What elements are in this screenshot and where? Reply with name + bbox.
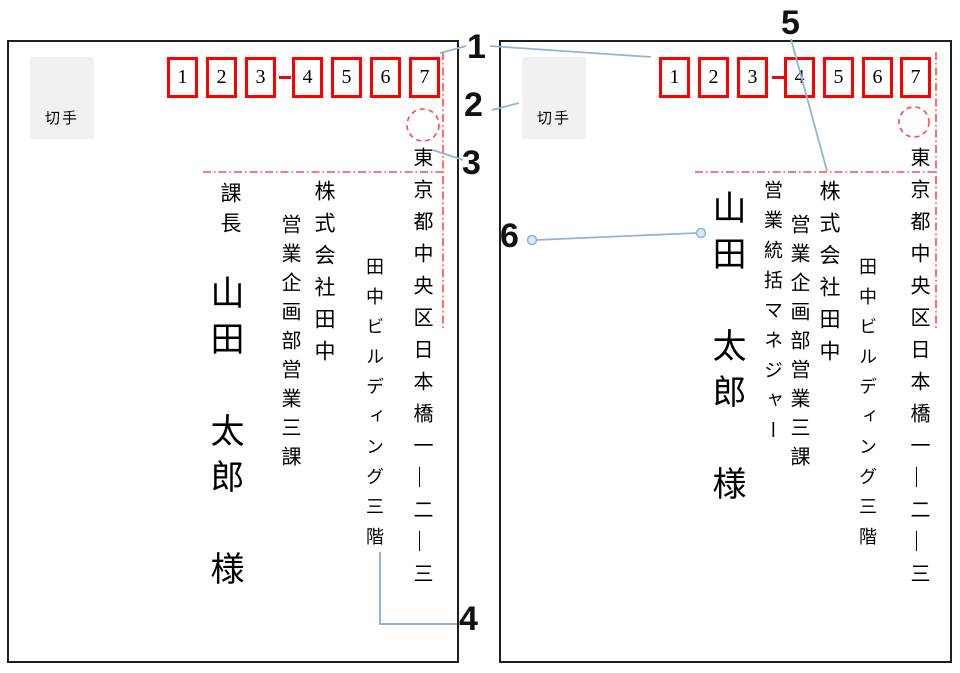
recipient-name: 山田 太郎 様 (707, 190, 744, 512)
envelope-left: 切手 1 2 3 4 5 6 7 東京都中央区日本橋一―二―三 田中ビルディング… (7, 40, 459, 663)
postal-code-box: 4 (292, 57, 323, 98)
recipient-title: 課長 (218, 182, 242, 242)
postal-code-box: 1 (167, 57, 198, 98)
address-line2-building: 田中ビルディング三階 (857, 257, 877, 557)
postal-code-box: 3 (737, 57, 768, 98)
callout-number-5: 5 (781, 4, 800, 42)
postal-code-box: 5 (331, 57, 362, 98)
callout-number-2: 2 (464, 86, 483, 124)
postal-code-box: 6 (862, 57, 893, 98)
address-line1: 東京都中央区日本橋一―二―三 (410, 147, 432, 595)
postal-code-box: 5 (823, 57, 854, 98)
address-line2-building: 田中ビルディング三階 (364, 257, 384, 557)
stamp-box-right: 切手 (522, 57, 586, 139)
postal-code-box: 1 (659, 57, 690, 98)
recipient-name: 山田 太郎 様 (205, 275, 242, 597)
department-name: 営業企画部営業三課 (787, 214, 809, 475)
postal-hyphen (279, 76, 291, 79)
stamp-label: 切手 (44, 111, 79, 127)
company-name: 株式会社田中 (817, 180, 841, 372)
department-name: 営業企画部営業三課 (278, 214, 300, 475)
postal-code-box: 2 (206, 57, 237, 98)
postal-hyphen (772, 76, 784, 79)
stamp-label: 切手 (536, 111, 571, 127)
postal-code-box: 7 (900, 57, 931, 98)
postal-code-box: 3 (245, 57, 276, 98)
address-line1: 東京都中央区日本橋一―二―三 (907, 147, 929, 595)
stamp-box-left: 切手 (30, 57, 94, 139)
postal-code-box: 2 (698, 57, 729, 98)
callout-number-6: 6 (500, 217, 519, 255)
postal-code-box: 6 (370, 57, 401, 98)
recipient-role: 営業統括マネジャー (761, 180, 782, 450)
callout-number-1: 1 (467, 28, 486, 66)
callout-number-4: 4 (459, 600, 478, 638)
callout-number-3: 3 (462, 144, 481, 182)
company-name: 株式会社田中 (312, 180, 336, 372)
postal-code-box: 4 (784, 57, 815, 98)
envelope-right: 切手 1 2 3 4 5 6 7 東京都中央区日本橋一―二―三 田中ビルディング… (499, 40, 952, 663)
postal-code-box: 7 (409, 57, 440, 98)
